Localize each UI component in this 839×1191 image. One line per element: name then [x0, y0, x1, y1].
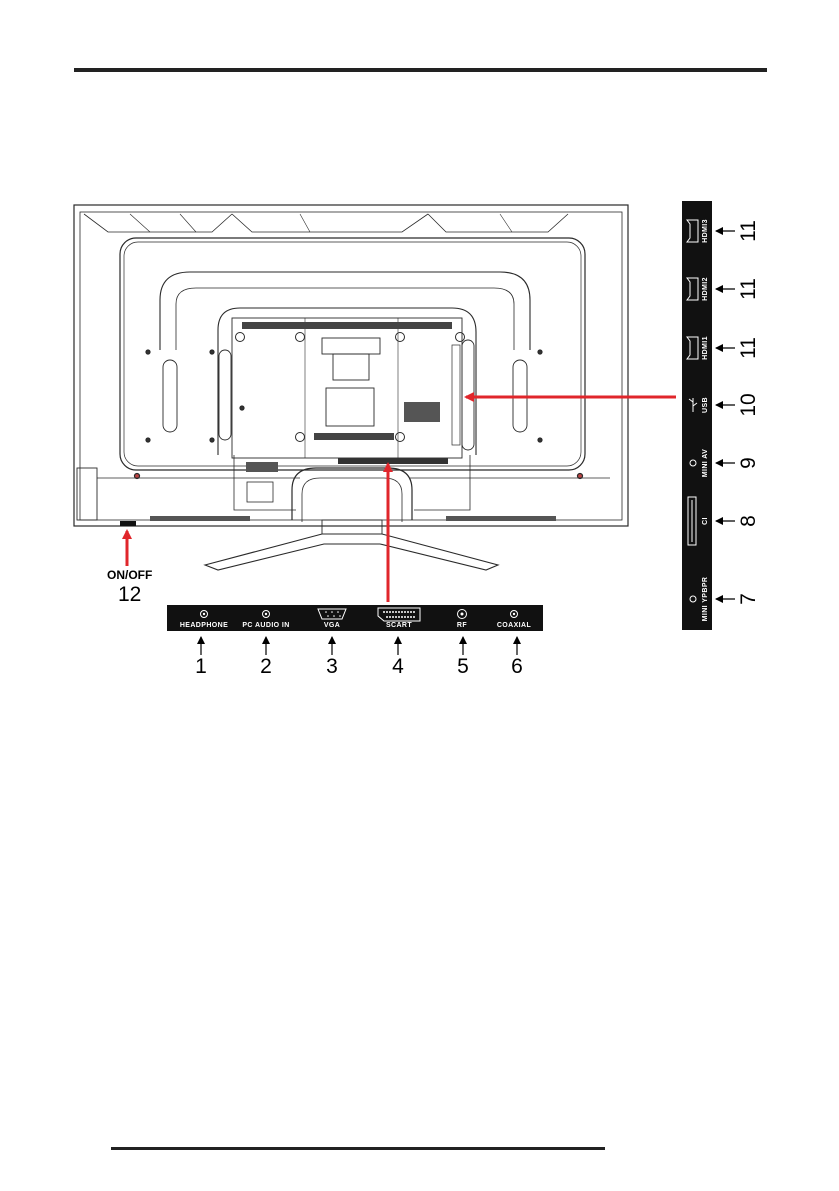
callout-number-10: 10 — [737, 393, 760, 416]
rf-jack-icon — [457, 609, 467, 619]
top-rule — [74, 68, 767, 72]
power-label: ON/OFF — [107, 568, 152, 582]
port-label-usb: USB — [702, 397, 709, 413]
hdmi1-port-icon — [686, 336, 699, 360]
scart-port-icon — [377, 607, 421, 622]
usb-icon — [688, 398, 698, 412]
port-label-vga: VGA — [324, 622, 340, 629]
callout-number-7: 7 — [737, 593, 760, 605]
port-label-rf: RF — [457, 622, 467, 629]
port-label-hdmi2: HDMI2 — [702, 277, 709, 301]
side-port-panel — [682, 201, 712, 630]
bottom-port-panel — [167, 605, 543, 631]
side-callout-arrows — [715, 227, 735, 603]
callout-number-11c: 11 — [737, 337, 760, 359]
tv-rear-view — [73, 204, 629, 571]
callout-number-5: 5 — [457, 655, 469, 678]
port-label-hdmi1: HDMI1 — [702, 336, 709, 360]
vga-port-icon — [317, 608, 347, 620]
pc-audio-jack-icon — [262, 610, 270, 618]
callout-number-4: 4 — [392, 655, 404, 678]
coaxial-jack-icon — [510, 610, 518, 618]
callout-number-6: 6 — [511, 655, 523, 678]
port-label-hdmi3: HDMI3 — [702, 219, 709, 243]
hdmi3-port-icon — [686, 219, 699, 243]
port-label-mini-ypbpr: MINI YPBPR — [702, 577, 709, 622]
side-port-icons — [686, 219, 699, 603]
port-label-ci: CI — [702, 517, 709, 525]
callout-number-2: 2 — [260, 655, 272, 678]
callout-number-3: 3 — [326, 655, 338, 678]
bottom-rule — [111, 1147, 605, 1150]
ci-slot-icon — [687, 496, 697, 546]
callout-number-8: 8 — [737, 515, 760, 527]
callout-number-9: 9 — [737, 457, 760, 469]
callout-number-11a: 11 — [737, 220, 760, 242]
side-port-labels: HDMI3 HDMI2 HDMI1 USB MINI AV CI MINI YP… — [702, 219, 709, 621]
mini-ypbpr-jack-icon — [689, 595, 697, 603]
port-label-mini-av: MINI AV — [702, 449, 709, 477]
port-label-pc-audio-in: PC AUDIO IN — [242, 622, 289, 629]
tv-outer-frame — [73, 204, 629, 527]
port-label-headphone: HEADPHONE — [180, 622, 228, 629]
bottom-port-icons — [200, 607, 518, 622]
callout-number-1: 1 — [195, 655, 207, 678]
headphone-jack-icon — [200, 610, 208, 618]
port-label-coaxial: COAXIAL — [497, 622, 532, 629]
bottom-callout-arrows — [197, 636, 521, 655]
callout-number-11b: 11 — [737, 278, 760, 300]
mini-av-jack-icon — [689, 459, 697, 467]
power-number: 12 — [118, 583, 141, 606]
hdmi2-port-icon — [686, 277, 699, 301]
port-label-scart: SCART — [386, 622, 412, 629]
